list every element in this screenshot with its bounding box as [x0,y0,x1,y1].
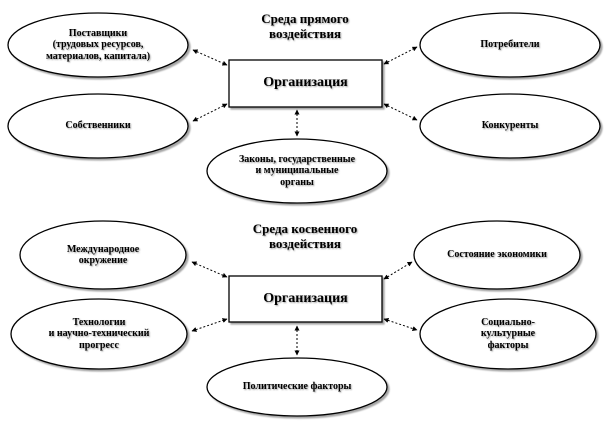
economy-node [413,220,581,290]
international-connector [191,261,228,278]
political-node [206,357,388,417]
political-label: Политические факторы [242,381,352,393]
competitors-connector [383,103,418,121]
international-node [19,220,187,290]
laws-label: Законы, государственные и муниципальные … [238,153,356,188]
direct-organization-box [228,59,383,108]
indirect-organization-label: Организация [263,290,348,306]
suppliers-label: Поставщики (трудовых ресурсов, материало… [45,27,151,62]
direct-organization-label: Организация [263,75,348,91]
economy-connector [383,261,413,280]
indirect-environment-group [10,220,597,417]
indirect-section-title: Среда косвенного воздействия [252,221,358,251]
sociocultural-connector [383,318,418,331]
suppliers-node [7,12,189,78]
consumers-label: Потребители [480,39,540,51]
owners-label: Собственники [65,120,131,132]
technology-label: Технологии и научно-технический прогресс [48,316,150,351]
economy-label: Состояние экономики [447,249,547,261]
consumers-node [419,12,601,78]
laws-node [206,138,388,204]
sociocultural-label: Социально- культурные факторы [480,316,536,351]
indirect-connectors [191,261,418,356]
technology-node [10,298,188,370]
consumers-connector [383,46,418,65]
owners-connector [192,103,228,122]
direct-environment-group [7,12,601,204]
sociocultural-node [419,298,597,370]
direct-section-title: Среда прямого воздействия [261,11,349,41]
suppliers-connector [192,49,228,66]
competitors-label: Конкуренты [481,120,539,132]
indirect-organization-box [228,275,383,323]
direct-connectors [192,46,418,137]
owners-node [7,93,189,159]
technology-connector [191,318,228,332]
international-label: Международное окружение [66,243,140,267]
competitors-node [419,93,601,159]
